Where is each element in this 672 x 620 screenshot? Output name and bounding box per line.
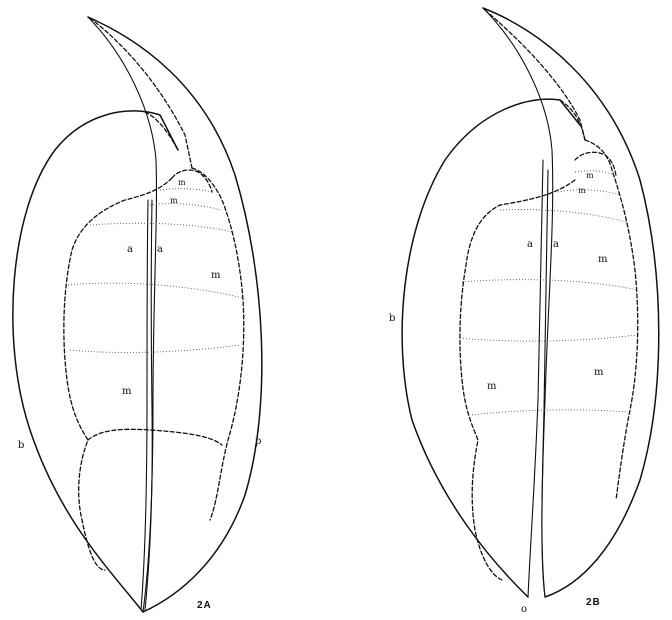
right-valve-outline-2b (482, 7, 660, 598)
label-a-left-2b: a (527, 239, 533, 250)
caption-2b: 2B (586, 597, 601, 608)
right-valve-inner-edge-2a (87, 16, 158, 613)
label-b-2b: b (389, 313, 395, 324)
left-valve-outline-2b (401, 98, 581, 598)
segment-line-5-2b (459, 334, 637, 342)
body-dashed-lower-left-2a (87, 428, 223, 446)
label-m-right-2a: m (211, 270, 221, 281)
commissure-line-b-2b (541, 169, 549, 598)
label-m-right-low-2b: m (594, 367, 604, 378)
segment-line-1-2b (574, 170, 617, 177)
caption-2a: 2A (197, 600, 212, 611)
commissure-line-a-2a (140, 199, 149, 611)
body-dashed-outline-2a (191, 167, 245, 521)
label-b-2a: b (18, 440, 24, 451)
segment-line-3-2a (89, 222, 233, 233)
label-p-2a: p (255, 436, 261, 447)
label-m-mid-2a: m (122, 386, 132, 397)
segment-line-4-2a (67, 282, 244, 299)
label-m-right-2b: m (598, 254, 608, 265)
top-chamber-2b (574, 151, 617, 177)
segment-line-5-2a (69, 344, 241, 353)
commissure-line-a-2b (527, 159, 544, 598)
segment-line-2-2a (149, 203, 221, 211)
segment-line-2-2b (557, 189, 621, 196)
segment-line-4-2b (461, 279, 639, 291)
figure-2b: a a m m m m m b o 2B (389, 7, 660, 615)
body-dashed-outline-2b (584, 139, 639, 501)
segment-line-3-2b (499, 209, 627, 223)
left-valve-outline-2a (12, 110, 179, 613)
segment-line-6-2b (471, 409, 629, 416)
top-chamber-2a (171, 169, 213, 193)
body-dashed-outline-left-2b (459, 179, 576, 581)
label-a-right-2b: a (553, 239, 559, 250)
figure-2a: a a m m m m b p 2A (12, 16, 263, 613)
beak-dashed-track-a-2a (89, 17, 193, 169)
beak-dashed-track-a-2b (484, 9, 586, 141)
body-dashed-outline-left-2a (63, 177, 173, 571)
label-a-left-2a: a (127, 244, 133, 255)
beak-dashed-track-b-2a (144, 111, 179, 151)
label-a-right-2a: a (157, 244, 163, 255)
label-m-left-low-2b: m (487, 381, 497, 392)
label-m-top1-2a: m (178, 178, 186, 187)
label-m-top2-2a: m (170, 196, 178, 205)
right-valve-outline-2a (87, 16, 263, 613)
label-m-top1-2b: m (586, 171, 594, 180)
segment-line-1-2a (159, 188, 213, 193)
beak-dashed-track-b-2b (559, 99, 586, 141)
label-o-2b: o (521, 604, 527, 615)
label-m-top2-2b: m (578, 186, 586, 195)
commissure-line-b-2a (144, 199, 153, 611)
